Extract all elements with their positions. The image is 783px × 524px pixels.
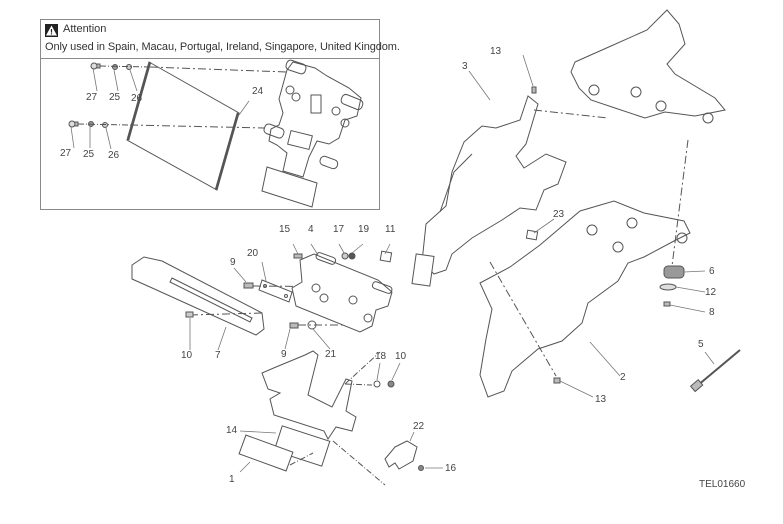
callout-16: 16 [445,463,457,474]
callout-12: 12 [705,287,717,298]
callout-17: 17 [333,224,345,235]
inset-fasteners-top [90,62,151,70]
warning-triangle-icon [45,24,58,37]
callout-20: 20 [247,248,259,259]
callout-23: 23 [553,209,565,220]
callout-1: 1 [229,474,235,485]
inset-bracket-part [261,59,364,208]
callout-8: 8 [709,307,715,318]
callout-27: 27 [60,148,72,159]
callout-15: 15 [279,224,291,235]
attention-title: Attention [63,23,107,35]
callout-26: 26 [131,93,143,104]
plate-holder-part [238,350,395,472]
main-bracket-part [289,250,393,333]
callout-10: 10 [395,351,407,362]
callout-26: 26 [108,150,120,161]
drawing-code: TEL01660 [699,479,746,490]
callout-5: 5 [698,339,704,350]
small-cover-part [332,440,424,486]
callout-13: 13 [595,394,607,405]
grommet-part [659,265,685,307]
subframe-part [570,9,726,267]
slider-arm-part [131,256,265,336]
callout-11: 11 [385,224,396,235]
callout-13: 13 [490,46,502,57]
callout-21: 21 [325,349,337,360]
callout-14: 14 [226,425,238,436]
callout-22: 22 [413,421,425,432]
callout-24: 24 [252,86,264,97]
callout-9: 9 [281,349,287,360]
callout-9: 9 [230,257,236,268]
leader-lines [70,54,715,473]
callout-25: 25 [83,149,95,160]
license-plate-frame-part [126,61,288,191]
callout-3: 3 [462,61,468,72]
callout-25: 25 [109,92,121,103]
callout-6: 6 [709,266,715,277]
undertray-part [479,200,691,398]
inset-fasteners-bottom [68,120,129,128]
attention-text: Only used in Spain, Macau, Portugal, Ire… [45,41,400,53]
callout-2: 2 [620,372,626,383]
callout-27: 27 [86,92,98,103]
callout-18: 18 [375,351,387,362]
callout-10: 10 [181,350,193,361]
callout-4: 4 [308,224,314,235]
callout-7: 7 [215,350,221,361]
rear-mudguard-part [411,86,609,287]
rod-part [689,349,741,393]
callout-19: 19 [358,224,370,235]
attention-header: Attention Only used in Spain, Macau, Por… [41,20,400,59]
